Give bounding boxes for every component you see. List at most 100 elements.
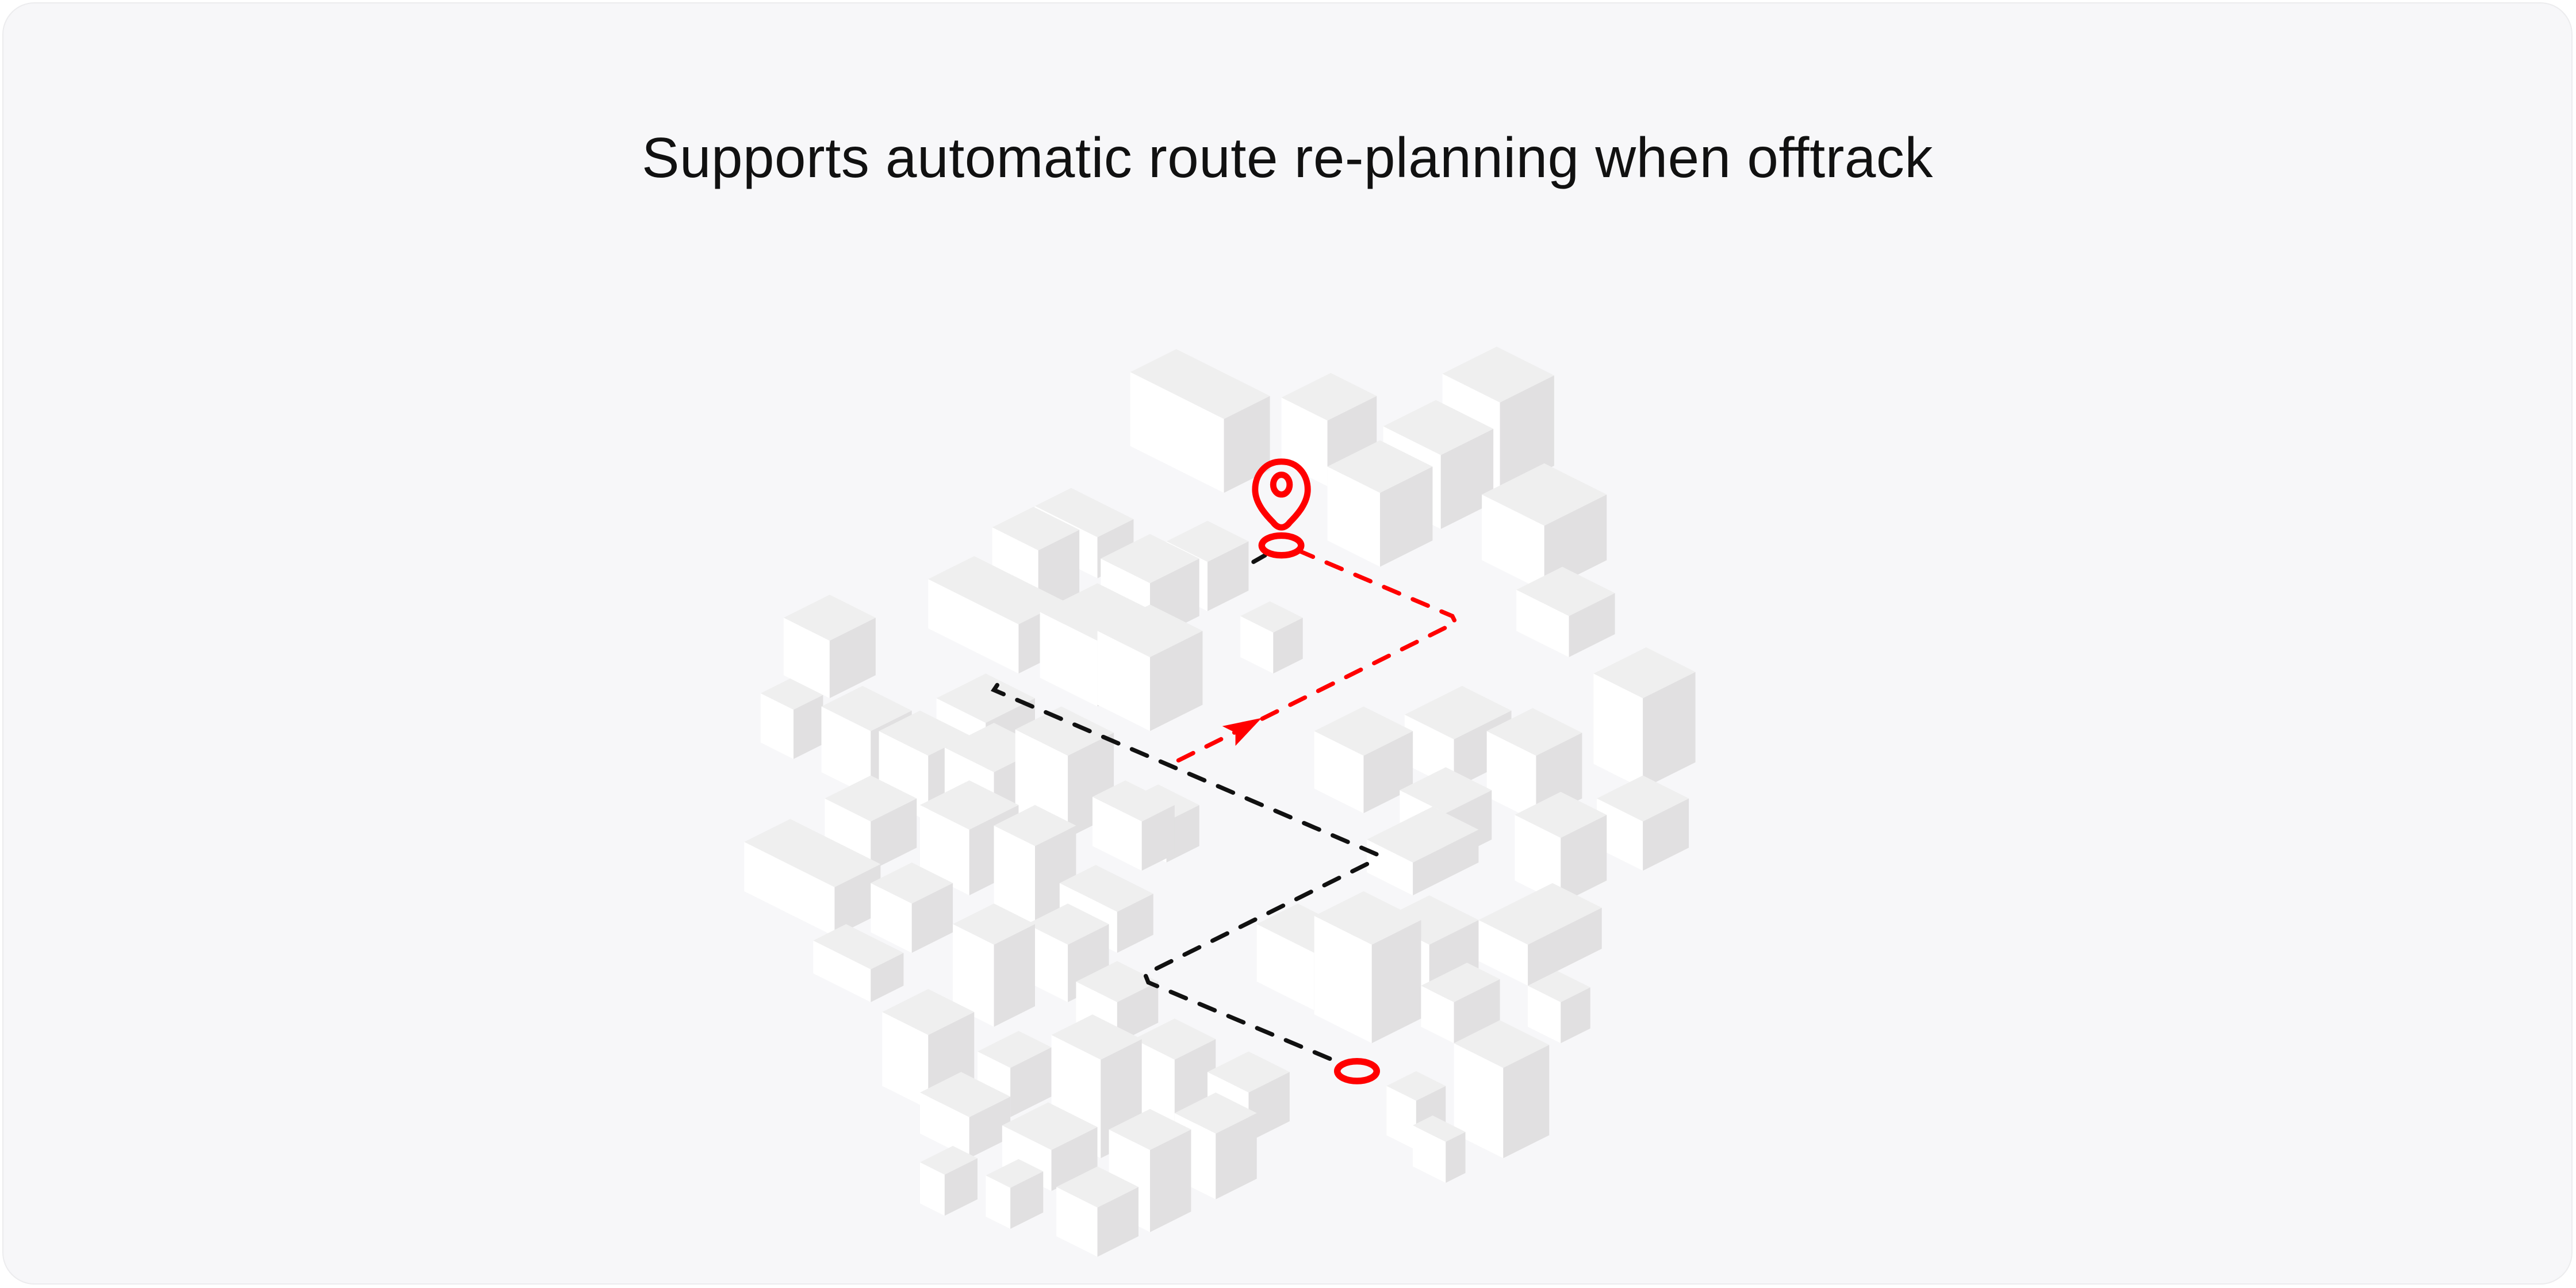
building-face (783, 595, 876, 641)
building-face (1117, 894, 1153, 953)
building-face (1224, 396, 1270, 493)
building-face (1515, 792, 1607, 838)
building (1454, 1020, 1550, 1159)
building-face (1643, 798, 1689, 871)
building-face (928, 556, 1065, 624)
building-face (1413, 1125, 1446, 1183)
navigation-arrow-icon (1222, 718, 1262, 746)
building-face (1208, 1051, 1290, 1092)
building-face (871, 953, 904, 1002)
building-face (1056, 1187, 1098, 1257)
building-face (1454, 1020, 1550, 1068)
building-face (744, 842, 835, 937)
building-face (1528, 971, 1590, 1002)
building-face (1478, 883, 1602, 945)
original-route (991, 553, 1380, 1067)
building-face (1273, 618, 1303, 674)
building (1528, 971, 1590, 1044)
building-face (793, 695, 823, 759)
building-face (1440, 428, 1494, 529)
building-face (1446, 1132, 1466, 1183)
building (1413, 1116, 1466, 1183)
buildings (744, 346, 1696, 1257)
building (871, 862, 953, 953)
original-route-path (991, 683, 1380, 1067)
building-face (1454, 979, 1500, 1044)
building (1130, 349, 1270, 493)
building-face (1240, 616, 1274, 674)
building-face (1413, 1116, 1466, 1142)
building-face (953, 924, 994, 1027)
building-face (1314, 706, 1413, 756)
building-face (994, 825, 1035, 929)
building-face (994, 805, 1076, 846)
building (994, 805, 1076, 929)
building-face (834, 864, 881, 937)
building-face (1404, 685, 1512, 739)
building-face (1097, 631, 1150, 731)
building-face (1528, 986, 1561, 1044)
building-face (829, 618, 876, 699)
building-face (1101, 534, 1199, 584)
building-face (1130, 349, 1270, 419)
building-face (1035, 488, 1134, 538)
building-face (1040, 612, 1098, 707)
destination-ring-icon (1258, 532, 1305, 559)
building-face (953, 903, 1035, 945)
building (1327, 440, 1433, 567)
replanned-route (1175, 548, 1459, 763)
building-face (1593, 673, 1643, 789)
building (1421, 963, 1500, 1044)
building (783, 595, 876, 699)
building (1593, 647, 1696, 789)
building-face (1059, 865, 1153, 912)
building-face (1109, 1109, 1191, 1150)
feature-title: Supports automatic route re-planning whe… (642, 126, 1933, 189)
building-face (1516, 566, 1615, 616)
building (1515, 792, 1607, 904)
building-face (1314, 891, 1421, 945)
building-face (1516, 589, 1569, 657)
building-face (1208, 541, 1249, 611)
building-face (1569, 593, 1615, 657)
map-pin-icon (1252, 458, 1311, 531)
building-face (1051, 1014, 1142, 1060)
building-face (821, 706, 871, 797)
building-face (1482, 494, 1544, 592)
building-face (1092, 780, 1175, 822)
building-face (1141, 805, 1175, 871)
building (1314, 891, 1421, 1044)
building-face (783, 618, 830, 699)
building-face (871, 883, 912, 953)
building-face (1133, 1039, 1175, 1134)
building-face (1442, 346, 1554, 402)
building-face (1500, 375, 1554, 493)
building-face (920, 1162, 945, 1216)
building-face (1133, 1018, 1216, 1060)
building-face (944, 1158, 977, 1216)
building-face (760, 678, 823, 710)
building-face (1478, 920, 1528, 986)
building (953, 903, 1035, 1027)
building-face (1386, 1086, 1416, 1150)
building (1314, 706, 1413, 814)
building-face (986, 1175, 1011, 1229)
building-face (1327, 466, 1380, 567)
building-face (744, 819, 881, 887)
building-face (1528, 907, 1602, 986)
building-face (882, 989, 975, 1035)
building (1516, 566, 1615, 657)
building-face (871, 862, 953, 904)
building-face (1515, 815, 1561, 904)
building-face (1383, 400, 1494, 455)
building-face (1643, 672, 1696, 789)
building-face (821, 685, 912, 731)
original-route-path (1251, 553, 1267, 564)
building-face (992, 507, 1080, 551)
building-face (1386, 1071, 1446, 1101)
building-face (1561, 987, 1590, 1044)
building-face (1544, 494, 1607, 592)
building-face (1281, 373, 1377, 421)
building-face (1400, 767, 1492, 814)
